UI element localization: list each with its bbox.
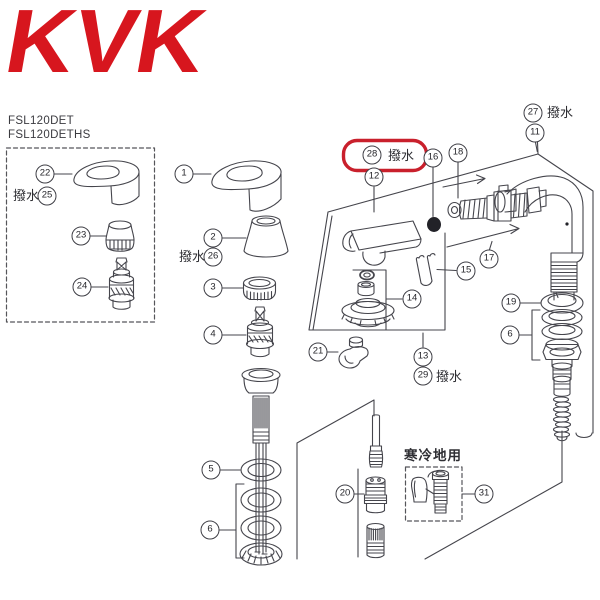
callout-5: 5	[201, 460, 221, 480]
water-repellent-label-28: 撥水	[388, 148, 415, 163]
callout-13: 13	[413, 347, 433, 367]
part-12-spout	[342, 220, 422, 266]
callout-21: 21	[308, 342, 328, 362]
callout-3: 3	[203, 278, 223, 298]
callout-2: 2	[203, 228, 223, 248]
part-15-clip	[415, 253, 436, 286]
callout-27: 27	[523, 103, 543, 123]
callout-6-left: 6	[200, 520, 220, 540]
callout-25: 25	[37, 186, 57, 206]
water-repellent-label-26: 撥水	[179, 249, 206, 264]
callout-20: 20	[335, 484, 355, 504]
lower-plane-right	[424, 430, 563, 560]
leader-6-left	[218, 483, 245, 559]
flow-arrow-upper	[442, 174, 486, 188]
deck-outline-right	[537, 153, 594, 434]
callout-16: 16	[423, 148, 443, 168]
part-6-ring-stack	[239, 487, 283, 566]
part-6-hose-rings	[541, 308, 583, 361]
faucet-body	[241, 367, 281, 555]
callout-23: 23	[71, 226, 91, 246]
part-31-cold-region-valve	[410, 469, 450, 514]
callout-1: 1	[174, 164, 194, 184]
flow-arrow-lower	[446, 223, 520, 248]
part-18-valve-assembly	[447, 184, 547, 222]
water-repellent-label-25: 撥水	[13, 188, 40, 203]
leader-15	[436, 268, 457, 272]
bracket-14	[347, 269, 403, 331]
callout-24: 24	[72, 277, 92, 297]
part-11-spray-head	[494, 175, 584, 301]
right-assembly-group	[308, 130, 594, 442]
lower-plane-left	[296, 399, 375, 560]
hose-end	[575, 432, 593, 439]
under-counter-group	[296, 399, 563, 560]
water-repellent-label-29: 撥水	[436, 369, 463, 384]
deck-outline	[308, 130, 539, 331]
callout-17: 17	[479, 249, 499, 269]
leader-17	[488, 240, 493, 251]
part-3-ring-nut	[242, 276, 277, 301]
callout-12: 12	[364, 167, 384, 187]
kvk-logo-text: KVK	[0, 0, 213, 92]
part-21-elbow	[338, 336, 369, 369]
callout-31: 31	[474, 484, 494, 504]
part-19-ring	[540, 291, 584, 314]
main-column-group	[192, 160, 289, 566]
hose-fittings-and-spring	[551, 358, 573, 442]
part-24-cartridge	[108, 257, 135, 310]
leader-6-right	[518, 309, 541, 361]
part-4-cartridge	[245, 306, 275, 358]
callout-18: 18	[448, 143, 468, 163]
model-line-2: FSL120DETHS	[8, 128, 91, 141]
part-2-dome-cap	[243, 215, 289, 258]
deck-outline-inner	[312, 215, 333, 331]
hoses	[254, 442, 268, 555]
callout-15: 15	[456, 261, 476, 281]
part-20-connector-column	[363, 414, 388, 559]
model-line-1: FSL120DET	[8, 115, 74, 127]
leader-11	[534, 141, 538, 153]
left-dashed-box	[5, 147, 156, 323]
callout-26: 26	[203, 247, 223, 267]
callout-22: 22	[35, 164, 55, 184]
callout-14: 14	[402, 289, 422, 309]
callout-11: 11	[525, 123, 545, 143]
part-23-cap	[105, 220, 135, 252]
callout-29: 29	[413, 366, 433, 386]
part-22-handle	[73, 160, 140, 206]
water-repellent-label-27: 撥水	[547, 105, 574, 120]
callout-28: 28	[362, 145, 382, 165]
highlight-box-28	[341, 138, 429, 173]
model-numbers: FSL120DET FSL120DETHS	[8, 115, 91, 142]
left-box-group	[5, 147, 156, 323]
part-1-handle	[211, 160, 282, 212]
callout-19: 19	[501, 293, 521, 313]
callout-4: 4	[203, 325, 223, 345]
cold-region-label: 寒冷地用	[404, 448, 462, 463]
part-16-oring-dot	[427, 217, 441, 232]
callout-6-right: 6	[500, 325, 520, 345]
part-5-washer	[240, 458, 282, 482]
